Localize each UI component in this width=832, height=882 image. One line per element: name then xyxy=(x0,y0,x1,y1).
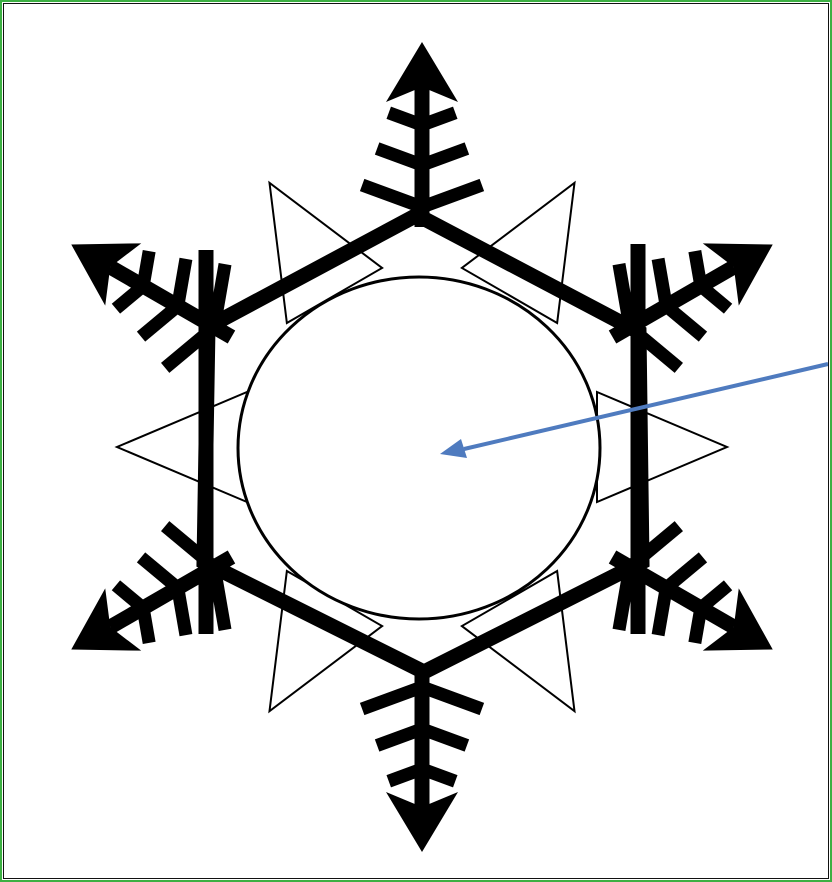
lower-left-arm xyxy=(41,505,261,701)
bottom-arm xyxy=(362,667,482,852)
arm-branch xyxy=(362,185,422,207)
left-notch xyxy=(117,392,247,502)
upper-right-arm xyxy=(583,193,803,389)
inner-circle xyxy=(238,277,600,619)
arm-branch xyxy=(362,687,422,709)
right-notch xyxy=(597,392,727,502)
lower-right-arm xyxy=(583,505,803,701)
arm-branch xyxy=(422,185,482,207)
upper-left-arm xyxy=(41,193,261,389)
top-arm xyxy=(362,42,482,227)
arm-branch xyxy=(666,298,703,345)
arm-branch xyxy=(141,549,178,596)
arm-branch xyxy=(422,687,482,709)
